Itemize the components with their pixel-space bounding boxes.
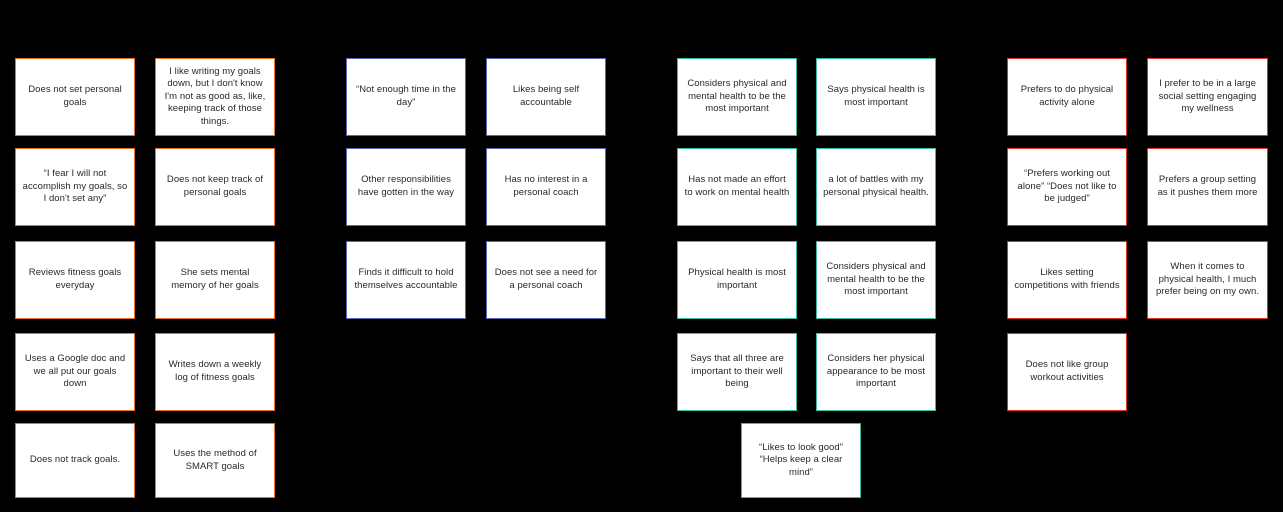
note-reviews-fitness-goals-everyday[interactable]: Reviews fitness goals everyday xyxy=(15,241,135,319)
sticky-note-text: Finds it difficult to hold themselves ac… xyxy=(354,267,458,291)
note-does-not-keep-track[interactable]: Does not keep track of personal goals xyxy=(155,148,275,226)
sticky-note-text: “Prefers working out alone” “Does not li… xyxy=(1017,168,1117,205)
sticky-note-text: a lot of battles with my personal physic… xyxy=(823,174,929,198)
note-prefers-physical-activity-alone[interactable]: Prefers to do physical activity alone xyxy=(1007,58,1127,136)
sticky-note-text: Writes down a weekly log of fitness goal… xyxy=(168,359,262,383)
sticky-note-text: Uses the method of SMART goals xyxy=(173,447,257,472)
sticky-note-text: Physical health is most important xyxy=(688,267,786,291)
sticky-note-text: Has no interest in a personal coach xyxy=(504,174,588,198)
note-writes-weekly-log[interactable]: Writes down a weekly log of fitness goal… xyxy=(155,333,275,411)
sticky-note-text: When it comes to physical health, I much… xyxy=(1155,261,1260,298)
note-other-responsibilities[interactable]: Other responsibilities have gotten in th… xyxy=(346,148,466,226)
sticky-note-text: Does not set personal goals xyxy=(28,84,122,108)
sticky-note-text: Does not like group workout activities xyxy=(1025,359,1109,383)
note-prefers-working-out-alone[interactable]: “Prefers working out alone” “Does not li… xyxy=(1007,148,1127,226)
note-has-not-made-effort-mental-health[interactable]: Has not made an effort to work on mental… xyxy=(677,148,797,226)
sticky-note-text: Likes being self accountable xyxy=(512,84,580,108)
sticky-note-text: “Not enough time in the day” xyxy=(356,84,456,108)
sticky-note-text: Considers physical and mental health to … xyxy=(687,78,787,115)
sticky-note-text: Considers her physical appearance to be … xyxy=(826,353,926,390)
sticky-note-text: Says physical health is most important xyxy=(827,84,925,108)
note-no-interest-personal-coach[interactable]: Has no interest in a personal coach xyxy=(486,148,606,226)
note-all-three-important-well-being[interactable]: Says that all three are important to the… xyxy=(677,333,797,411)
note-prefer-large-social-setting[interactable]: I prefer to be in a large social setting… xyxy=(1147,58,1268,136)
note-not-enough-time-in-the-day[interactable]: “Not enough time in the day” xyxy=(346,58,466,136)
note-considers-physical-appearance[interactable]: Considers her physical appearance to be … xyxy=(816,333,936,411)
sticky-note-text: “I fear I will not accomplish my goals, … xyxy=(22,168,128,205)
note-likes-to-look-good[interactable]: “Likes to look good” “Helps keep a clear… xyxy=(741,423,861,498)
note-much-prefer-being-on-my-own[interactable]: When it comes to physical health, I much… xyxy=(1147,241,1268,319)
note-difficult-to-hold-accountable[interactable]: Finds it difficult to hold themselves ac… xyxy=(346,241,466,319)
note-does-not-set-personal-goals[interactable]: Does not set personal goals xyxy=(15,58,135,136)
note-physical-health-most-important[interactable]: Physical health is most important xyxy=(677,241,797,319)
sticky-note-text: Likes setting competitions with friends xyxy=(1014,267,1120,291)
sticky-note-text: Does not keep track of personal goals xyxy=(166,174,264,198)
note-does-not-track-goals[interactable]: Does not track goals. xyxy=(15,423,135,498)
note-considers-physical-mental-most-important-b[interactable]: Considers physical and mental health to … xyxy=(816,241,936,319)
sticky-note-text: “Likes to look good” “Helps keep a clear… xyxy=(759,441,843,478)
note-likes-setting-competitions[interactable]: Likes setting competitions with friends xyxy=(1007,241,1127,319)
note-says-physical-health-most-important[interactable]: Says physical health is most important xyxy=(816,58,936,136)
note-uses-google-doc[interactable]: Uses a Google doc and we all put our goa… xyxy=(15,333,135,411)
sticky-note-text: She sets mental memory of her goals xyxy=(171,267,259,291)
sticky-note-text: Prefers to do physical activity alone xyxy=(1020,84,1114,108)
note-lot-of-battles-physical-health[interactable]: a lot of battles with my personal physic… xyxy=(816,148,936,226)
sticky-note-text: Uses a Google doc and we all put our goa… xyxy=(24,353,126,390)
sticky-note-text: Other responsibilities have gotten in th… xyxy=(357,174,455,198)
note-like-writing-goals-down[interactable]: I like writing my goals down, but I don'… xyxy=(155,58,275,136)
sticky-note-text: Reviews fitness goals everyday xyxy=(28,267,122,291)
sticky-note-text: Prefers a group setting as it pushes the… xyxy=(1157,174,1258,198)
note-fear-will-not-accomplish[interactable]: “I fear I will not accomplish my goals, … xyxy=(15,148,135,226)
sticky-note-text: Does not see a need for a personal coach xyxy=(494,267,598,291)
note-prefers-group-setting-pushes[interactable]: Prefers a group setting as it pushes the… xyxy=(1147,148,1268,226)
note-likes-being-self-accountable[interactable]: Likes being self accountable xyxy=(486,58,606,136)
sticky-note-text: I prefer to be in a large social setting… xyxy=(1158,78,1257,115)
note-no-need-for-personal-coach[interactable]: Does not see a need for a personal coach xyxy=(486,241,606,319)
sticky-note-text: Says that all three are important to the… xyxy=(690,353,784,390)
sticky-note-text: Does not track goals. xyxy=(29,454,121,466)
sticky-note-text: Considers physical and mental health to … xyxy=(826,261,926,298)
note-considers-physical-mental-most-important-a[interactable]: Considers physical and mental health to … xyxy=(677,58,797,136)
note-does-not-like-group-workouts[interactable]: Does not like group workout activities xyxy=(1007,333,1127,411)
note-sets-mental-memory-of-goals[interactable]: She sets mental memory of her goals xyxy=(155,241,275,319)
sticky-note-text: I like writing my goals down, but I don'… xyxy=(164,65,266,127)
sticky-note-text: Has not made an effort to work on mental… xyxy=(684,174,790,198)
note-uses-smart-goals[interactable]: Uses the method of SMART goals xyxy=(155,423,275,498)
